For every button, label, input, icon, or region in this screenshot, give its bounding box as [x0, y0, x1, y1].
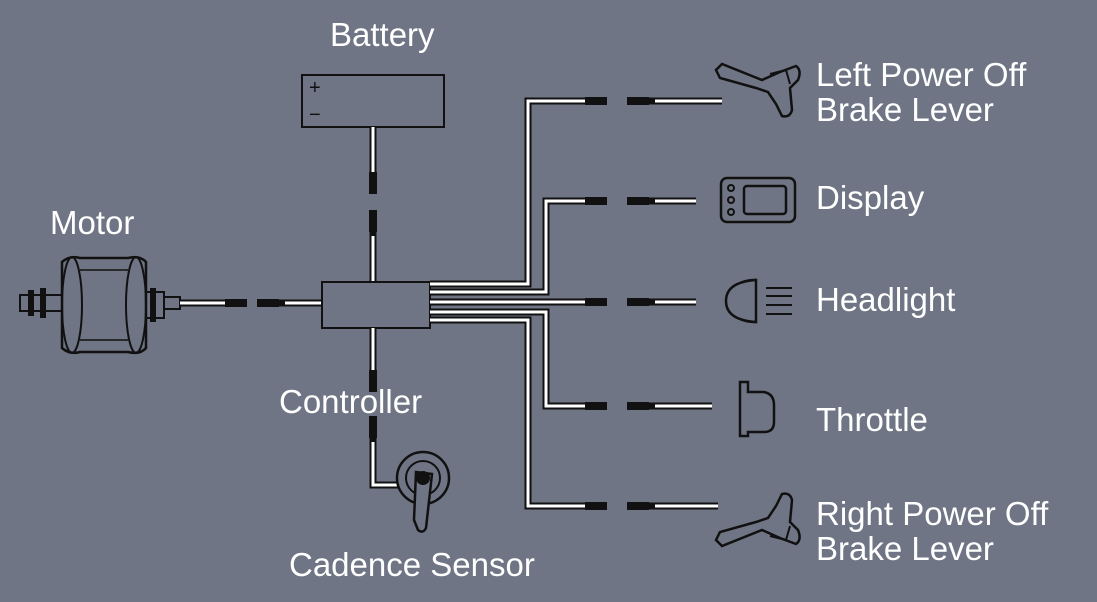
battery-negative-terminal: − [309, 104, 321, 126]
right-brake-lever-label: Right Power Off Brake Lever [816, 496, 1048, 566]
headlight-icon [724, 278, 792, 324]
left-brake-lever-icon [714, 62, 801, 118]
motor-cable [180, 299, 323, 307]
throttle-label: Throttle [816, 401, 928, 438]
left-brake-lever-label-line1: Left Power Off [816, 56, 1027, 93]
controller-box-icon [321, 281, 431, 329]
thumb-throttle-icon [738, 380, 776, 438]
headlight-label: Headlight [816, 281, 956, 318]
cadence-sensor-cable [369, 328, 400, 489]
battery-label: Battery [330, 16, 435, 53]
left-brake-lever-label-line2: Brake Lever [816, 91, 994, 128]
left-brake-lever-label: Left Power Off Brake Lever [816, 57, 1026, 127]
hub-motor-icon [19, 255, 181, 355]
lcd-display-icon [719, 176, 797, 224]
battery-cable [369, 127, 377, 282]
accessory-cables [430, 97, 722, 510]
right-brake-lever-label-line1: Right Power Off [816, 495, 1049, 532]
controller-label: Controller [279, 383, 423, 420]
battery-icon: + − [301, 74, 445, 128]
battery-positive-terminal: + [309, 77, 321, 99]
right-brake-lever-icon [714, 492, 801, 548]
crank-sensor-icon [395, 450, 451, 533]
display-label: Display [816, 179, 925, 216]
cadence-sensor-label: Cadence Sensor [289, 546, 535, 583]
right-brake-lever-label-line2: Brake Lever [816, 530, 994, 567]
motor-label: Motor [50, 204, 135, 241]
